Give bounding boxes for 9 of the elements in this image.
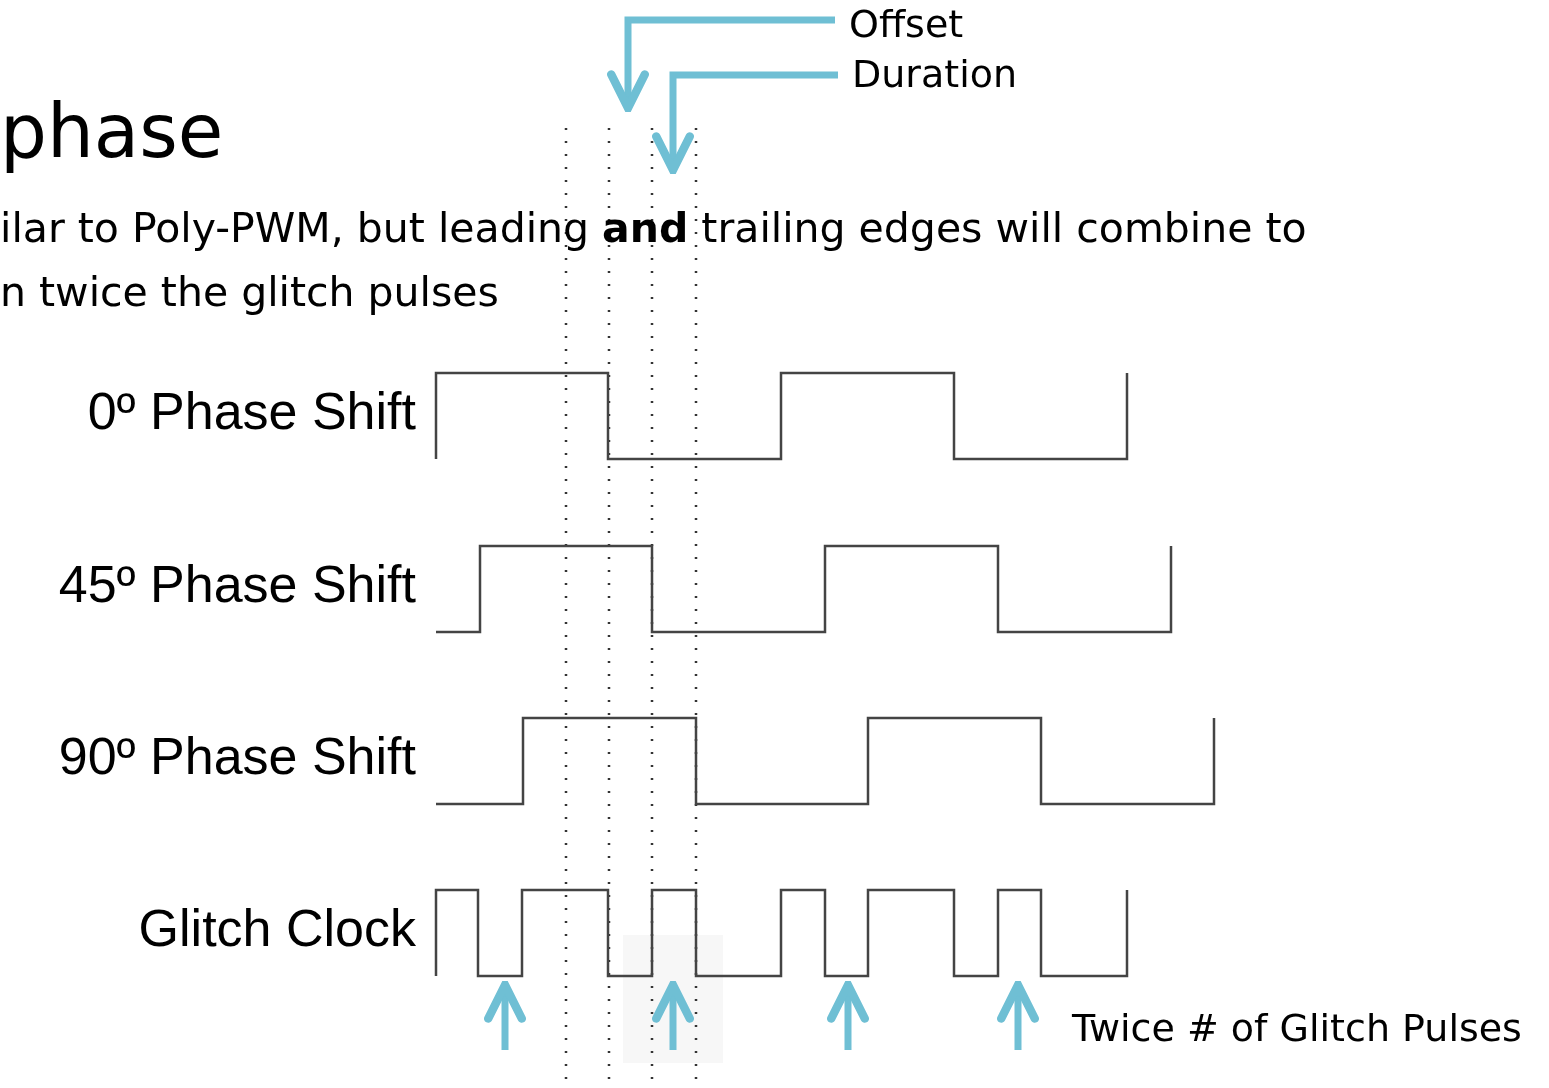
slide-title: phase bbox=[0, 88, 224, 174]
waveform-label: 45º Phase Shift bbox=[58, 554, 416, 614]
callout-text: Duration bbox=[852, 52, 1018, 96]
waveform-label: 0º Phase Shift bbox=[87, 381, 416, 441]
waveform-label: 90º Phase Shift bbox=[58, 726, 416, 786]
callout-text: Offset bbox=[849, 2, 964, 46]
annotation-text: Twice # of Glitch Pulses bbox=[1072, 1006, 1522, 1050]
waveform-label: Glitch Clock bbox=[138, 898, 416, 958]
body-text: ilar to Poly-PWM, but leading and trailing edges will combine to n twice the glitch pulses bbox=[0, 203, 1308, 318]
